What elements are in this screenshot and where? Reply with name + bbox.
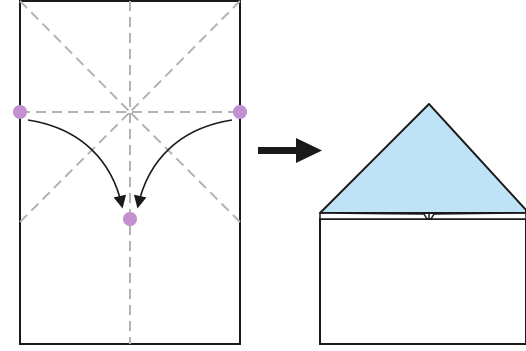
transition-arrow-head — [296, 138, 322, 163]
flap-edge-detail — [319, 212, 526, 220]
left-flap-edge — [319, 212, 429, 220]
right-flap-edge — [429, 212, 526, 220]
lower-paper-body — [319, 218, 526, 345]
center-target-point — [123, 212, 137, 226]
diagonal-crease-bottom-right — [129, 111, 241, 223]
left-edge-point — [13, 105, 27, 119]
left-corner-fold-arrow — [27, 119, 127, 209]
step-2-result — [319, 103, 526, 345]
diagonal-crease-bottom-left — [19, 111, 131, 223]
right-edge-point — [233, 105, 247, 119]
transition-arrow-shaft — [258, 147, 298, 154]
crease-lines — [19, 0, 241, 344]
fold-markers — [13, 105, 247, 226]
fold-arrows — [27, 119, 233, 209]
right-corner-fold-arrow — [133, 119, 233, 209]
transition-arrow — [258, 138, 322, 163]
triangle-flap — [319, 103, 526, 214]
diagonal-crease-top-left — [19, 0, 131, 113]
step-1-sheet — [13, 0, 247, 345]
diagonal-crease-top-right — [129, 0, 241, 113]
